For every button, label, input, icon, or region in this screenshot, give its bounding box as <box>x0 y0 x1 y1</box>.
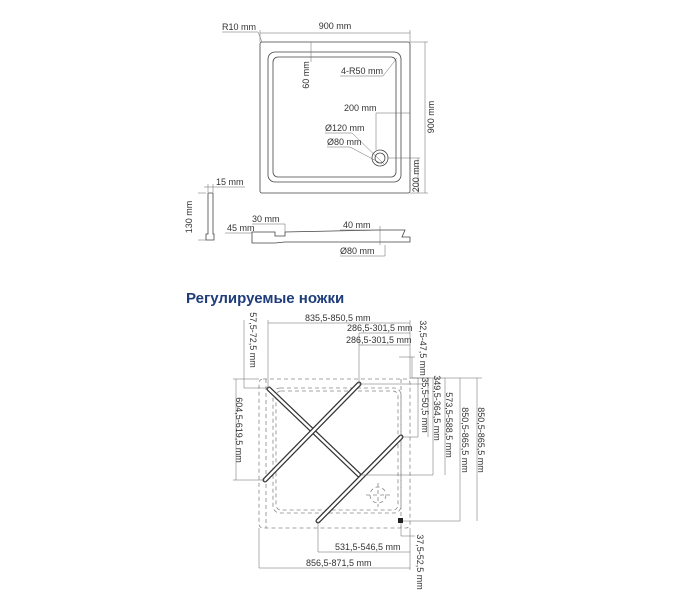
dim-bottom-2: 856,5-871,5 mm <box>306 558 372 568</box>
dim-right-2: 349,5-364,5 mm <box>432 375 442 441</box>
dim-right-1: 35,5-50,5 mm <box>420 377 430 433</box>
dim-width: 900 mm <box>319 21 352 31</box>
legs-view: 835,5-850,5 mm 286,5-301,5 mm 286,5-301,… <box>233 312 486 590</box>
dim-top-2: 286,5-301,5 mm <box>346 335 412 345</box>
dim-right-top: 32,5-47,5 mm <box>418 320 428 376</box>
dim-left-top: 57,5-72,5 mm <box>248 312 258 368</box>
side-view: 15 mm 130 mm 30 mm 45 mm 40 mm Ø80 mm <box>184 177 411 257</box>
dim-rim-depth: 30 mm <box>252 214 280 224</box>
dim-top-1: 286,5-301,5 mm <box>347 323 413 333</box>
dim-drain-diameter: Ø80 mm <box>340 246 375 256</box>
drain-outer <box>371 149 389 167</box>
dim-left-height: 604,5-619,5 mm <box>234 397 244 463</box>
dim-height: 900 mm <box>426 101 436 134</box>
dim-drain-outer: Ø120 mm <box>325 123 365 133</box>
dim-rim-offset: 60 mm <box>301 61 311 89</box>
edge-profile <box>205 192 215 241</box>
dim-top-width: 835,5-850,5 mm <box>305 313 371 323</box>
dim-right-4: 850,5-865,5 mm <box>460 407 470 473</box>
tray-outline-dashed <box>258 378 411 529</box>
tray-rim-inner <box>272 56 397 178</box>
drain-inner <box>374 152 386 164</box>
dim-side-height: 130 mm <box>184 201 194 234</box>
dim-thickness: 15 mm <box>216 177 244 187</box>
dim-base-height: 45 mm <box>227 223 255 233</box>
dim-corner-radius: 4-R50 mm <box>341 66 383 76</box>
dim-drain-y: 200 mm <box>411 160 421 193</box>
tray-outline <box>259 41 411 194</box>
dim-bottom-1: 531,5-546,5 mm <box>335 542 401 552</box>
dim-drain-depth: 40 mm <box>343 220 371 230</box>
dim-right-3: 573,5-588,5 mm <box>444 392 454 458</box>
dim-drain-x: 200 mm <box>344 103 377 113</box>
tray-rim-outer <box>267 51 402 183</box>
leg-foot <box>398 518 403 523</box>
leg-bars <box>262 381 404 524</box>
dim-outer-radius: R10 mm <box>222 22 256 32</box>
top-view: 900 mm R10 mm 900 mm 60 mm 4-R50 mm 200 … <box>222 21 436 194</box>
dim-drain-inner: Ø80 mm <box>327 137 362 147</box>
dim-bottom-right: 37,5-52,5 mm <box>415 534 425 590</box>
tray-section <box>251 229 411 244</box>
dim-right-5: 850,5-865,5 mm <box>476 407 486 473</box>
legs-title: Регулируемые ножки <box>186 290 344 307</box>
